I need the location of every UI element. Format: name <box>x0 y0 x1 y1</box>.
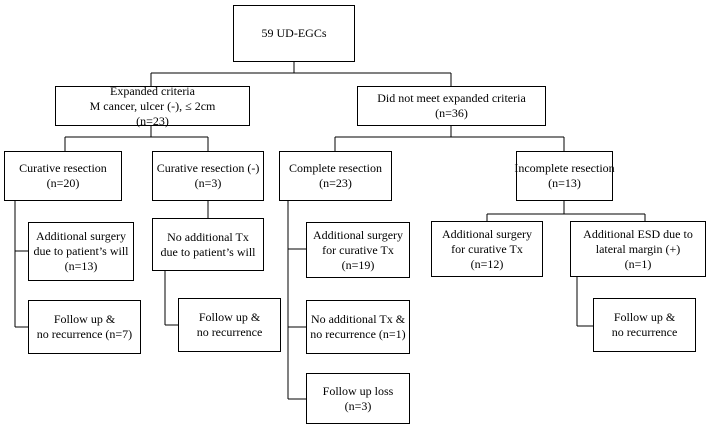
incomplete-resection-node: Incomplete resection(n=13) <box>514 151 615 201</box>
node-text-line: Curative resection <box>19 161 107 175</box>
node-text-line: No additional Tx & <box>310 312 406 326</box>
follow-up-no-recurrence-n7-node: Follow up &no recurrence (n=7) <box>28 300 141 354</box>
root-node: 59 UD-EGCs <box>233 5 355 62</box>
node-text-line: no recurrence (n=1) <box>310 327 406 341</box>
node-text-line: Follow up & <box>53 312 116 326</box>
node-text-line: for curative Tx <box>451 241 523 256</box>
node-text-line: no recurrence (n=7) <box>36 327 133 341</box>
node-text-line: Incomplete resection <box>514 161 615 175</box>
node-text-line: no recurrence <box>196 325 263 339</box>
node-text-line: Additional ESD due to <box>583 226 693 241</box>
node-text-line: due to patient’s will <box>160 244 256 259</box>
node-text-line: (n=3) <box>344 398 372 413</box>
curative-resection-negative-node: Curative resection (-)(n=3) <box>152 151 264 201</box>
follow-up-no-recurrence-node: Follow up &no recurrence <box>178 298 281 352</box>
node-text-line: Follow up & <box>613 310 676 324</box>
no-additional-tx-no-recurrence-node: No additional Tx &no recurrence (n=1) <box>306 300 410 354</box>
follow-up-no-recurrence-node: Follow up &no recurrence <box>593 298 696 352</box>
node-text-line: (n=20) <box>46 176 80 190</box>
node-text-line: No additional Tx <box>167 229 249 244</box>
node-text-line: due to patient’s will <box>33 244 129 258</box>
node-text-line: Additional surgery <box>35 229 127 243</box>
node-text-line: (n=3) <box>194 176 222 190</box>
node-text-line: for curative Tx <box>322 242 394 257</box>
node-text-line: Did not meet expanded criteria <box>377 91 526 105</box>
node-text-line: Additional surgery <box>312 227 404 242</box>
node-text-line: no recurrence <box>611 325 678 339</box>
node-text-line: (n=13) <box>64 259 98 273</box>
node-text-line: 59 UD-EGCs <box>261 26 327 40</box>
node-text-line: M cancer, ulcer (-), ≤ 2cm <box>89 98 216 113</box>
node-text-line: (n=19) <box>341 257 375 272</box>
follow-up-loss-node: Follow up loss(n=3) <box>306 373 410 424</box>
not-expanded-criteria-node: Did not meet expanded criteria(n=36) <box>357 86 546 126</box>
complete-resection-node: Complete resection(n=23) <box>279 151 392 201</box>
node-text-line: (n=13) <box>548 176 581 190</box>
node-text-line: Follow up loss <box>322 383 394 398</box>
node-text-line: Complete resection <box>289 161 382 175</box>
node-text-line: (n=23) <box>319 176 352 190</box>
node-text-line: (n=36) <box>435 106 468 120</box>
node-text-line: Follow up & <box>198 310 261 324</box>
node-text-line: lateral margin (+) <box>595 241 681 256</box>
node-text-line: (n=12) <box>470 256 504 271</box>
node-text-line: Expanded criteria <box>110 83 195 98</box>
node-text-line: (n=1) <box>624 256 652 271</box>
node-text-line: (n=23) <box>136 113 169 128</box>
node-text-line: Additional surgery <box>441 226 533 241</box>
curative-resection-node: Curative resection(n=20) <box>4 151 122 201</box>
node-text-line: Curative resection (-) <box>156 161 260 175</box>
